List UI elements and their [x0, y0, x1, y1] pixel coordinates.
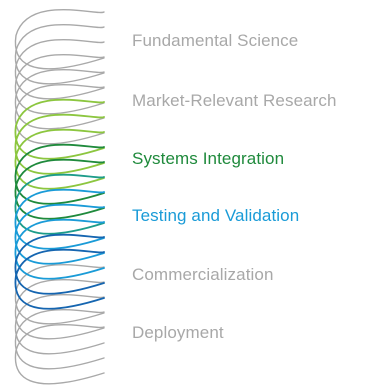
- wave-curve: [14, 38, 105, 100]
- wave-curve: [14, 23, 105, 85]
- wave-curve: [14, 218, 105, 280]
- wave-curve: [14, 53, 105, 115]
- wave-curve: [14, 68, 105, 130]
- stage-label-testing-and-validation: Testing and Validation: [132, 206, 300, 225]
- stage-label-fundamental-science: Fundamental Science: [132, 31, 299, 50]
- wave-curve: [14, 323, 105, 385]
- wave-curve: [14, 293, 105, 355]
- wave-curve: [14, 143, 105, 205]
- stage-label-commercialization: Commercialization: [132, 265, 274, 284]
- wave-curve: [14, 113, 105, 175]
- wave-curve: [14, 203, 105, 265]
- wave-curve: [14, 233, 105, 295]
- wave-curve: [14, 188, 105, 250]
- stage-label-market-relevant-research: Market-Relevant Research: [132, 91, 337, 110]
- wave-curve: [14, 278, 105, 340]
- wave-curve: [14, 158, 105, 220]
- wave-curve: [14, 308, 105, 370]
- wave-curve: [14, 98, 105, 160]
- wave-curve: [14, 8, 105, 70]
- wave-curve: [14, 83, 105, 145]
- stage-label-deployment: Deployment: [132, 323, 224, 342]
- wave-curve: [14, 173, 105, 235]
- wave-curve: [14, 128, 105, 190]
- stage-label-systems-integration: Systems Integration: [132, 149, 285, 168]
- wave-curve: [14, 248, 105, 310]
